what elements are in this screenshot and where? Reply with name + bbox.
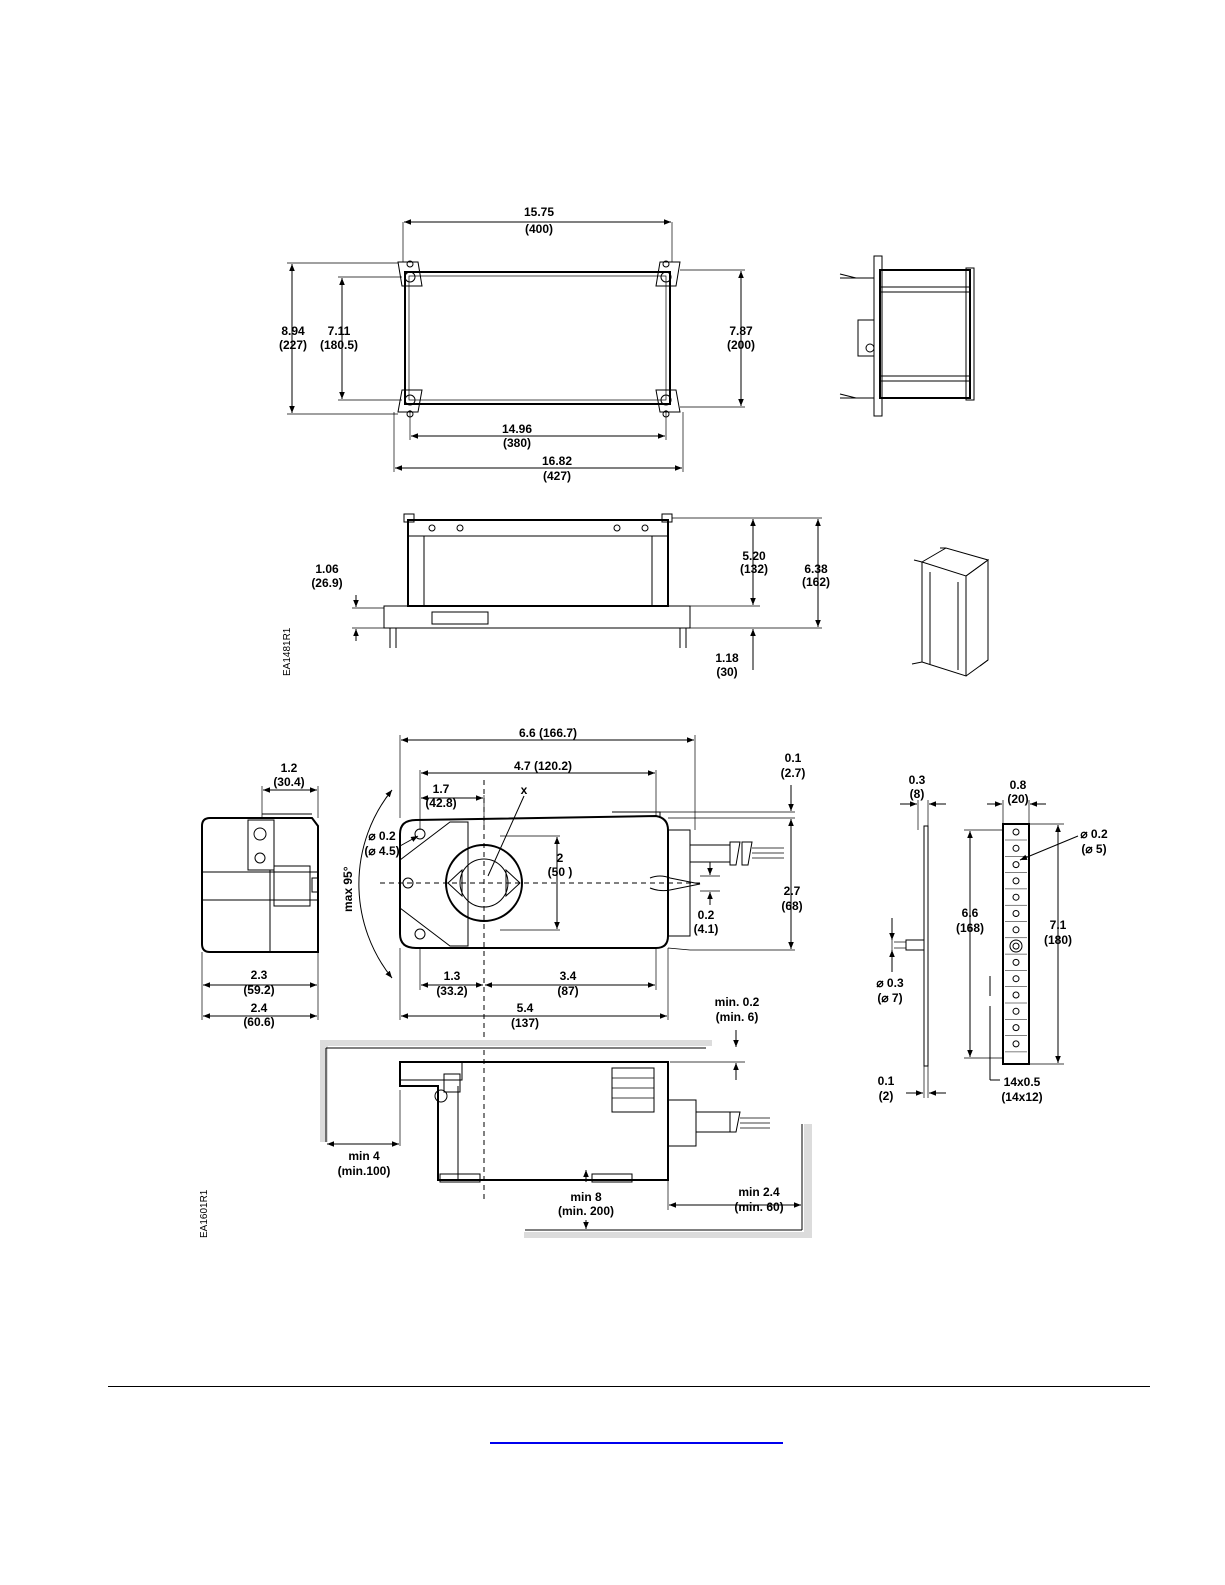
dim-clear-right: min 2.4 xyxy=(738,1185,780,1199)
dim-slot: 0.2 xyxy=(698,908,715,922)
dim-bracket-length-outer-mm: (180) xyxy=(1044,933,1072,947)
bracket-slot-hole xyxy=(1012,861,1020,869)
bracket-slot-hole xyxy=(1012,1040,1020,1048)
actuator-side-view: 1.2 (30.4) 2.3 (59.2) 2.4 (60.6) xyxy=(201,761,319,1029)
housing-front-view: 1.06 (26.9) 5.20 (132) 6.38 (162) 1.18 (… xyxy=(282,513,830,679)
housing-side-view xyxy=(839,255,975,417)
dim-side-bottom1: 2.3 xyxy=(251,968,268,982)
dim-actuator-height: 2.7 xyxy=(784,884,801,898)
dim-width-inner-mm: (380) xyxy=(503,436,531,450)
dim-cable-mm: (2.7) xyxy=(781,766,806,780)
dim-side-top: 1.2 xyxy=(281,761,298,775)
dim-bracket-length-inner-mm: (168) xyxy=(956,921,984,935)
dim-bracket-hole: ⌀ 0.2 xyxy=(1080,827,1108,841)
dim-bottom-left: 1.3 xyxy=(444,969,461,983)
bracket-slot-hole xyxy=(1012,893,1020,901)
bracket-slot-hole xyxy=(1012,1024,1020,1032)
dim-shaft-height-mm: (50 ) xyxy=(548,865,573,879)
dim-pin-mm: (⌀ 7) xyxy=(877,991,902,1005)
dim-actuator-width-shaft: 4.7 (120.2) xyxy=(514,759,572,773)
bracket-slot-hole xyxy=(1012,942,1020,950)
dim-height-inner-mm: (180.5) xyxy=(320,338,358,352)
housing-top-view: 15.75 (400) 8.94 (227) 7.11 (180.5) 7.87… xyxy=(279,205,755,483)
label-rotation: max 95° xyxy=(341,866,355,912)
bracket-slot-hole xyxy=(1012,926,1020,934)
dim-bracket-hole-mm: (⌀ 5) xyxy=(1081,842,1106,856)
actuator-clearance-view: min. 0.2 (min. 6) min 4 (min.100) min 8 … xyxy=(199,995,812,1238)
bracket-slot-hole xyxy=(1012,877,1020,885)
dim-pin: ⌀ 0.3 xyxy=(876,976,904,990)
label-axis-x: x xyxy=(521,783,528,797)
dim-bottom-total: 5.4 xyxy=(517,1001,534,1015)
dim-bracket-length-inner: 6.6 xyxy=(962,906,979,920)
dim-width-outer-mm: (400) xyxy=(525,222,553,236)
dim-flange-mm: (26.9) xyxy=(311,576,342,590)
dim-width-total: 16.82 xyxy=(542,454,572,468)
dim-bracket-length-outer: 7.1 xyxy=(1050,918,1067,932)
dim-bracket-width: 0.8 xyxy=(1010,778,1027,792)
dim-hole-dia: ⌀ 0.2 xyxy=(368,829,396,843)
dim-side-bottom2-mm: (60.6) xyxy=(243,1015,274,1029)
dim-body-height-mm: (132) xyxy=(740,562,768,576)
dim-clear-top: min. 0.2 xyxy=(715,995,760,1009)
drawing-code-actuator: EA1601R1 xyxy=(199,1189,210,1238)
dim-total-height-mm: (162) xyxy=(802,575,830,589)
housing-isometric-view xyxy=(911,547,990,677)
dim-side-bottom2: 2.4 xyxy=(251,1001,268,1015)
dim-clear-left-mm: (min.100) xyxy=(338,1164,391,1178)
dim-base-mm: (30) xyxy=(716,665,737,679)
dim-bracket-slots: 14x0.5 xyxy=(1004,1075,1041,1089)
dim-flange: 1.06 xyxy=(315,562,339,576)
dim-clear-bottom-mm: (min. 200) xyxy=(558,1204,614,1218)
actuator-top-view: 6.6 (166.7) 4.7 (120.2) 1.7 (42.8) x ⌀ 0… xyxy=(341,726,805,1200)
dim-side-bottom1-mm: (59.2) xyxy=(243,983,274,997)
dim-bracket-thickness-bottom: 0.1 xyxy=(878,1074,895,1088)
bracket-slot-hole xyxy=(1012,958,1020,966)
dim-total-height: 6.38 xyxy=(804,562,828,576)
dim-bottom-right: 3.4 xyxy=(560,969,577,983)
mounting-bracket: 0.3 (8) 0.8 (20) ⌀ 0.2 (⌀ 5) 6.6 (168) 7… xyxy=(876,773,1108,1104)
dim-bracket-thickness-mm: (8) xyxy=(910,787,925,801)
dim-height-right-mm: (200) xyxy=(727,338,755,352)
dim-slot-mm: (4.1) xyxy=(694,922,719,936)
dim-height-inner: 7.11 xyxy=(328,324,351,338)
dim-width-outer: 15.75 xyxy=(524,205,554,219)
dim-bracket-slots-mm: (14x12) xyxy=(1001,1090,1042,1104)
footer-link[interactable] xyxy=(490,1430,783,1444)
footer-divider xyxy=(108,1386,1150,1387)
bracket-slot-hole xyxy=(1012,828,1020,836)
dim-bracket-width-mm: (20) xyxy=(1007,792,1028,806)
dim-clear-right-mm: (min. 60) xyxy=(734,1200,783,1214)
bracket-slot-hole xyxy=(1012,1007,1020,1015)
dim-body-height: 5.20 xyxy=(742,549,766,563)
dim-height-outer-mm: (227) xyxy=(279,338,307,352)
bracket-slot-hole xyxy=(1012,844,1020,852)
dim-bottom-left-mm: (33.2) xyxy=(436,984,467,998)
bracket-slot-hole xyxy=(1012,991,1020,999)
drawing-code-housing: EA1481R1 xyxy=(282,627,293,676)
dim-bracket-thickness-bottom-mm: (2) xyxy=(879,1089,894,1103)
dim-width-inner: 14.96 xyxy=(502,422,532,436)
dim-offset: 1.7 xyxy=(433,782,450,796)
dim-actuator-height-mm: (68) xyxy=(781,899,802,913)
dim-clear-bottom: min 8 xyxy=(570,1190,602,1204)
dim-hole-dia-mm: (⌀ 4.5) xyxy=(364,844,399,858)
dim-shaft-height: 2 xyxy=(557,851,564,865)
bracket-slot-hole xyxy=(1012,975,1020,983)
dim-bottom-right-mm: (87) xyxy=(557,984,578,998)
dim-bottom-total-mm: (137) xyxy=(511,1016,539,1030)
dim-width-total-mm: (427) xyxy=(543,469,571,483)
dim-bracket-thickness: 0.3 xyxy=(909,773,926,787)
bracket-slot-hole xyxy=(1012,910,1020,917)
dim-clear-left: min 4 xyxy=(348,1149,380,1163)
dim-base: 1.18 xyxy=(715,651,739,665)
dim-height-outer: 8.94 xyxy=(281,324,305,338)
dim-offset-mm: (42.8) xyxy=(425,796,456,810)
dim-actuator-width-total: 6.6 (166.7) xyxy=(519,726,577,740)
dim-clear-top-mm: (min. 6) xyxy=(716,1010,759,1024)
dim-side-top-mm: (30.4) xyxy=(273,775,304,789)
dim-height-right: 7.87 xyxy=(729,324,753,338)
dim-cable: 0.1 xyxy=(785,751,802,765)
